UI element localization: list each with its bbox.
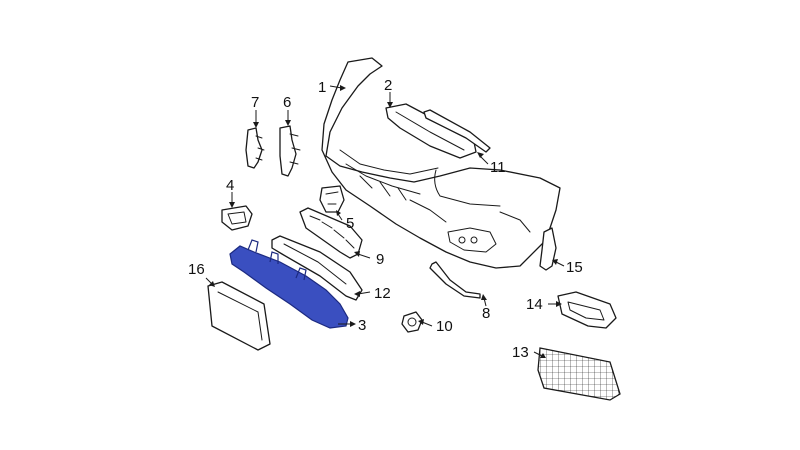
part-4-tow-hook-cap[interactable]: [221, 205, 253, 231]
callout-5: 5: [346, 215, 354, 232]
part-7-bracket[interactable]: [245, 127, 265, 169]
part-16-license-bracket[interactable]: [207, 281, 271, 351]
callout-6: 6: [283, 94, 291, 111]
callout-14: 14: [526, 296, 543, 313]
part-2-upper-grille-insert[interactable]: [385, 103, 477, 159]
part-6-bracket[interactable]: [279, 125, 301, 177]
part-15-side-molding[interactable]: [539, 227, 557, 271]
part-3-lower-cover[interactable]: [229, 239, 349, 329]
part-11-molding-strip[interactable]: [423, 109, 491, 153]
part-13-lower-grille[interactable]: [537, 347, 621, 401]
callout-1: 1: [318, 79, 326, 96]
callout-10: 10: [436, 318, 453, 335]
callout-12: 12: [374, 285, 391, 302]
part-10-sensor[interactable]: [401, 311, 423, 333]
callout-labels: 1 2 3 4 5 6 7 8 9 10 11 12 13 14 15 16: [188, 77, 583, 361]
part-14-fog-lamp-bezel[interactable]: [557, 291, 617, 329]
callout-3: 3: [358, 317, 366, 334]
callout-15: 15: [566, 259, 583, 276]
part-12-reinforcement[interactable]: [271, 235, 363, 301]
callout-13: 13: [512, 344, 529, 361]
leader-lines: [205, 85, 565, 358]
callout-4: 4: [226, 177, 234, 194]
callout-16: 16: [188, 261, 205, 278]
callout-9: 9: [376, 251, 384, 268]
callout-11: 11: [490, 159, 506, 176]
callout-7: 7: [251, 94, 259, 111]
callout-8: 8: [482, 305, 490, 322]
part-8-molding[interactable]: [429, 261, 481, 299]
part-5-bracket[interactable]: [319, 185, 345, 213]
part-1-bumper-cover[interactable]: [321, 57, 561, 269]
callout-2: 2: [384, 77, 392, 94]
